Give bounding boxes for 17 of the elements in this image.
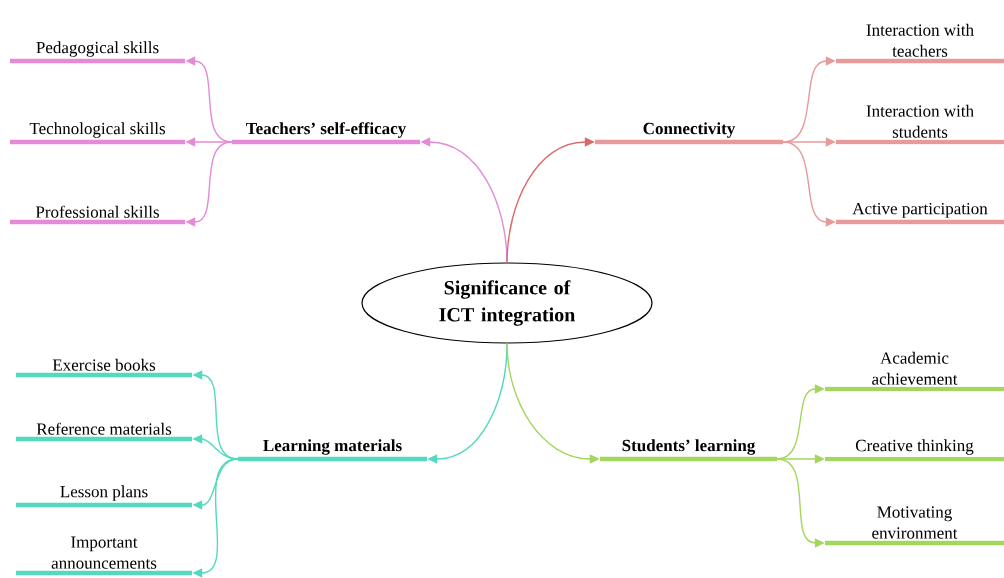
subtopic-label: Interaction with students	[836, 104, 1004, 145]
subtopic-label: Interaction with teachers	[836, 23, 1004, 64]
subtopic-label: Active participation	[836, 202, 1004, 225]
subtopic-label: Pedagogical skills	[10, 41, 185, 64]
subtopic-label: Creative thinking	[825, 439, 1004, 462]
topic-label: Students’ learning	[600, 439, 777, 462]
topic-label: Learning materials	[238, 439, 427, 462]
subtopic-label: Professional skills	[10, 205, 185, 225]
subtopic-label: Exercise books	[16, 358, 192, 378]
subtopic-label: Reference materials	[16, 422, 192, 442]
subtopic-label: Important announcements	[16, 536, 192, 576]
topic-label: Connectivity	[595, 122, 783, 145]
topic-label: Teachers’ self-efficacy	[232, 122, 420, 145]
subtopic-label: Academic achievement	[825, 351, 1004, 392]
subtopic-label: Lesson plans	[16, 485, 192, 508]
subtopic-label: Technological skills	[10, 122, 185, 145]
subtopic-label: Motivating environment	[825, 506, 1004, 546]
